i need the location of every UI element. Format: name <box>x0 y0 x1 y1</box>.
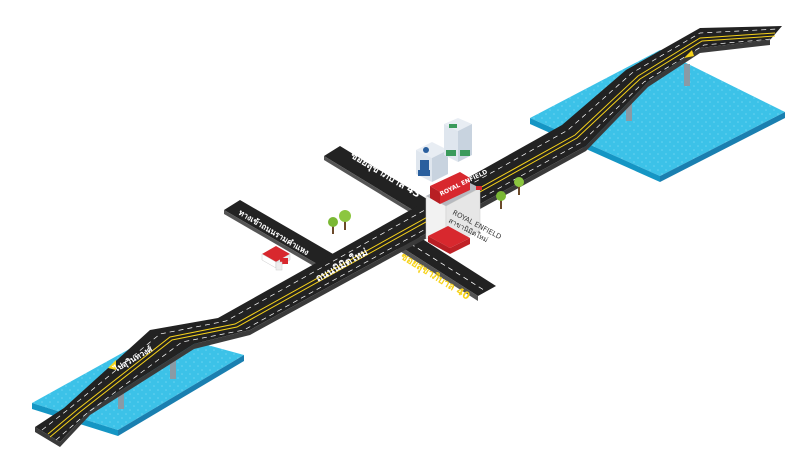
main-road <box>35 26 782 447</box>
soi-43-road <box>324 146 432 216</box>
trees <box>328 177 524 234</box>
left-road <box>224 200 340 272</box>
arrow-left-icon <box>108 360 116 370</box>
tree-icon <box>496 191 506 209</box>
tree-icon <box>328 217 338 234</box>
arrow-right-icon <box>684 50 694 58</box>
gas-station-icon <box>261 246 291 271</box>
royal-enfield-store <box>425 172 482 254</box>
tree-icon <box>514 177 524 195</box>
tree-icon <box>339 210 351 230</box>
office-buildings <box>416 118 472 182</box>
bridge-pillars <box>118 64 690 409</box>
